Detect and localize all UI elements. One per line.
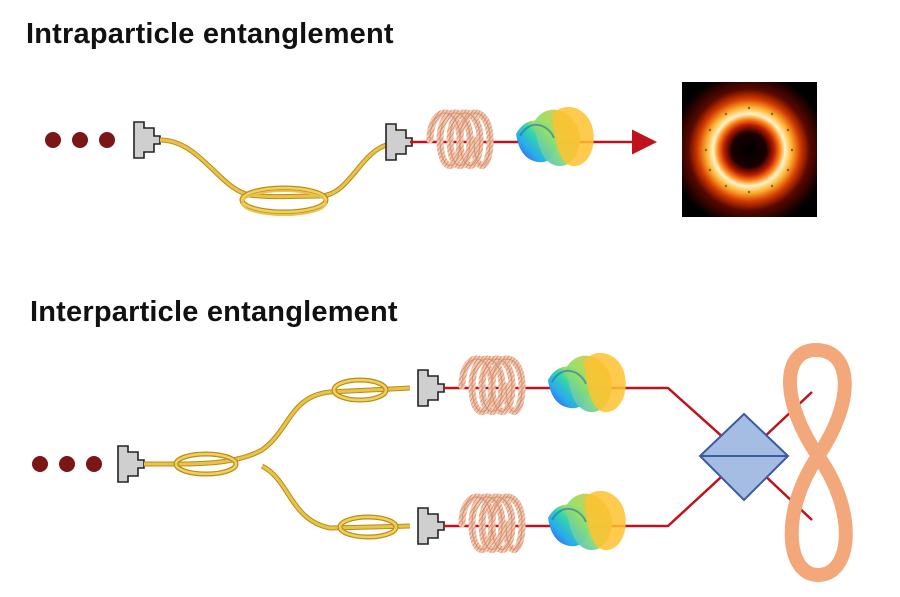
dot-icon xyxy=(59,456,75,472)
dot-icon xyxy=(86,456,102,472)
helical-phase-front-icon xyxy=(547,351,627,414)
inter-source-dots xyxy=(32,456,102,472)
lemniscate-icon xyxy=(783,342,853,583)
intra-input-connector-icon xyxy=(133,121,161,159)
interparticle-title: Interparticle entanglement xyxy=(30,296,398,328)
helical-phase-front-icon xyxy=(547,489,627,552)
beam-splitter-icon xyxy=(698,412,790,502)
inter-fiber xyxy=(144,377,411,540)
dot-icon xyxy=(72,132,88,148)
helical-phase-front-icon xyxy=(515,105,595,168)
oam-helix-icon xyxy=(430,113,490,166)
dot-icon xyxy=(32,456,48,472)
dot-icon xyxy=(45,132,61,148)
oam-helix-icon xyxy=(462,497,522,550)
dot-icon xyxy=(99,132,115,148)
intra-output-connector-icon xyxy=(385,123,413,161)
intra-source-dots xyxy=(45,132,115,148)
doughnut-intensity-profile-icon xyxy=(682,82,817,217)
oam-helix-icon xyxy=(462,359,522,412)
intraparticle-title: Intraparticle entanglement xyxy=(26,18,394,50)
inter-upper-connector-icon xyxy=(417,369,445,407)
inter-lower-connector-icon xyxy=(417,507,445,545)
intra-fiber xyxy=(159,137,391,216)
inter-input-connector-icon xyxy=(117,445,145,483)
